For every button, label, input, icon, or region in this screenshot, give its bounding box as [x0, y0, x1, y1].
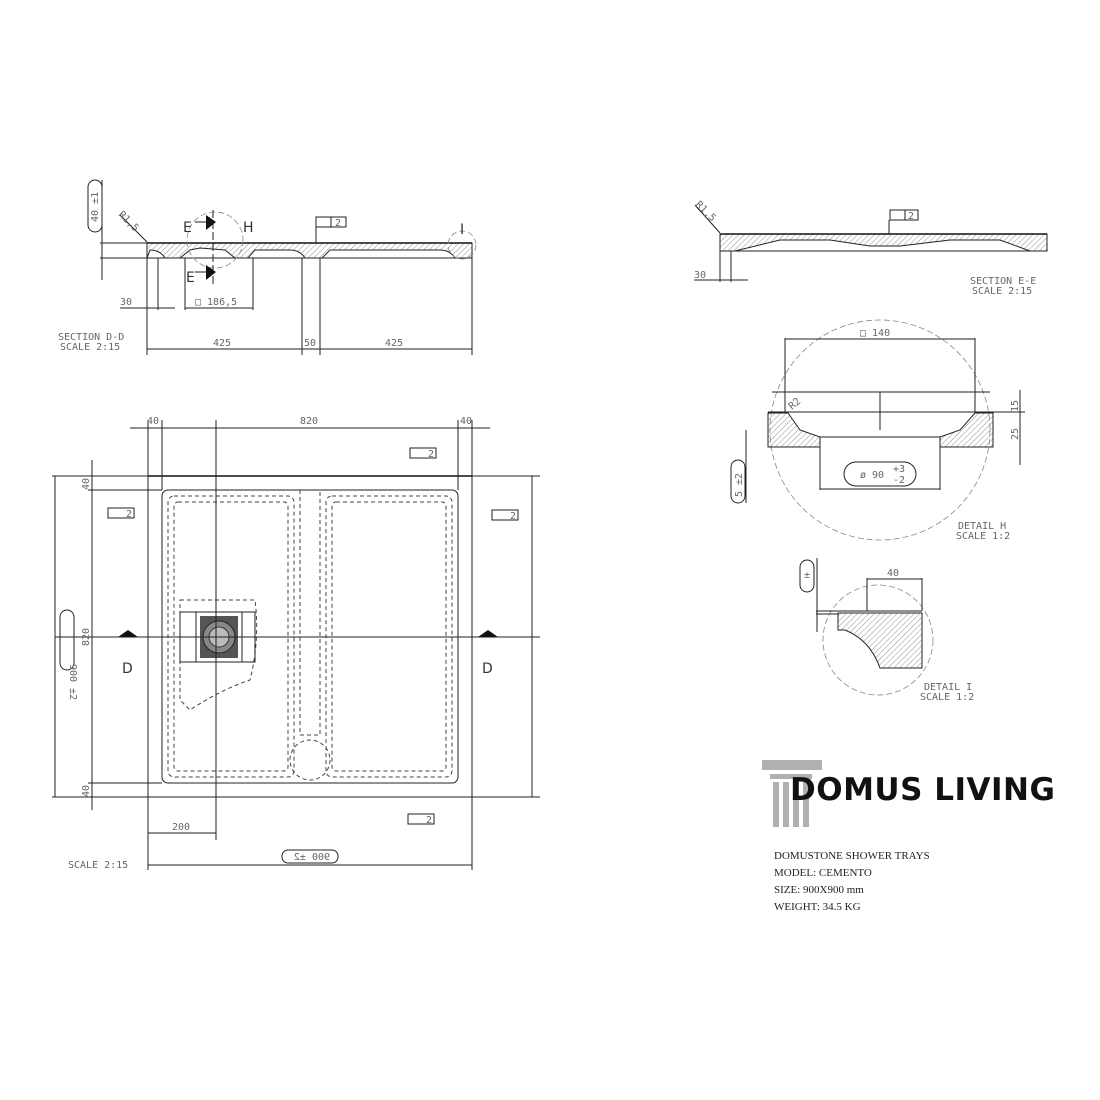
dim-15: 15 — [1010, 400, 1021, 412]
tolerance-minus: -2 — [893, 475, 905, 486]
brand-logo-icon — [762, 760, 822, 827]
flatness-tolerance: 2 — [335, 218, 341, 229]
section-e-e: R1,5 2 30 SECTION E-E SCALE 2:15 — [693, 199, 1048, 297]
dim-overall-horizontal: 900 ±2 — [294, 852, 330, 863]
product-size: SIZE: 900X900 mm — [774, 884, 864, 896]
dim-drain-square-140: □ 140 — [860, 328, 890, 339]
height-tolerance-label: 40 ±1 — [90, 192, 101, 222]
dim-5: 5 ±2 — [734, 473, 745, 497]
flatness-bottom: 2 — [426, 815, 432, 826]
detail-scale: SCALE 1:2 — [956, 531, 1010, 542]
section-title: SECTION D-D — [58, 332, 124, 343]
section-d-d: 40 ±1 R1,5 E E H I 2 30 □ 186,5 425 50 4… — [58, 179, 477, 355]
product-model: MODEL: CEMENTO — [774, 867, 872, 879]
product-weight: WEIGHT: 34.5 KG — [774, 901, 861, 913]
cut-label-e-bottom: E — [186, 270, 195, 286]
radius-label: R1,5 — [116, 209, 141, 234]
detail-title: DETAIL H — [958, 521, 1006, 532]
dim-30: 30 — [694, 270, 706, 281]
flatness-left: 2 — [126, 509, 132, 520]
plan-view: D D 40 820 40 900 ±2 40 820 40 200 900 ± — [52, 416, 540, 871]
section-marker-right: D — [482, 661, 493, 677]
dim-40: 40 — [887, 568, 899, 579]
flatness-right: 2 — [510, 511, 516, 522]
dim-25: 25 — [1010, 428, 1021, 440]
dim-top-40-left: 40 — [147, 416, 159, 427]
tolerance-plus: +3 — [893, 464, 905, 475]
brand-name: DOMUS LIVING — [790, 772, 1056, 808]
flatness-top: 2 — [428, 449, 434, 460]
dim-left-40-bottom: 40 — [81, 785, 92, 797]
detail-scale: SCALE 1:2 — [920, 692, 974, 703]
dim-top-40-right: 40 — [460, 416, 472, 427]
section-scale: SCALE 2:15 — [972, 286, 1032, 297]
section-marker-left: D — [122, 661, 133, 677]
flatness-tolerance: 2 — [908, 211, 914, 222]
detail-i: ± 40 DETAIL I SCALE 1:2 — [799, 558, 974, 703]
dim-left-40-top: 40 — [81, 478, 92, 490]
detail-i-marker: I — [460, 222, 464, 238]
tolerance-label: ± — [804, 570, 810, 581]
dim-diameter-90: ø 90 — [860, 470, 884, 481]
cut-label-e-top: E — [183, 220, 192, 236]
detail-h: □ 140 R2 15 25 5 ±2 ø 90 +3 -2 DETAIL H … — [730, 319, 1025, 542]
product-line: DOMUSTONE SHOWER TRAYS — [774, 850, 930, 862]
dim-top-820: 820 — [300, 416, 318, 427]
plan-scale: SCALE 2:15 — [68, 860, 128, 871]
dim-425-left: 425 — [213, 338, 231, 349]
dim-425-right: 425 — [385, 338, 403, 349]
detail-title: DETAIL I — [924, 682, 972, 693]
detail-h-marker: H — [243, 220, 254, 236]
radius-r2: R2 — [787, 396, 803, 412]
dim-overall-vertical: 900 ±2 — [67, 664, 78, 700]
dim-200: 200 — [172, 822, 190, 833]
dim-left-820: 820 — [81, 628, 92, 646]
section-title: SECTION E-E — [970, 276, 1036, 287]
dim-30: 30 — [120, 297, 132, 308]
section-scale: SCALE 2:15 — [60, 342, 120, 353]
dim-50: 50 — [304, 338, 316, 349]
dim-drain-square: □ 186,5 — [195, 297, 237, 308]
radius-label: R1,5 — [693, 199, 718, 224]
